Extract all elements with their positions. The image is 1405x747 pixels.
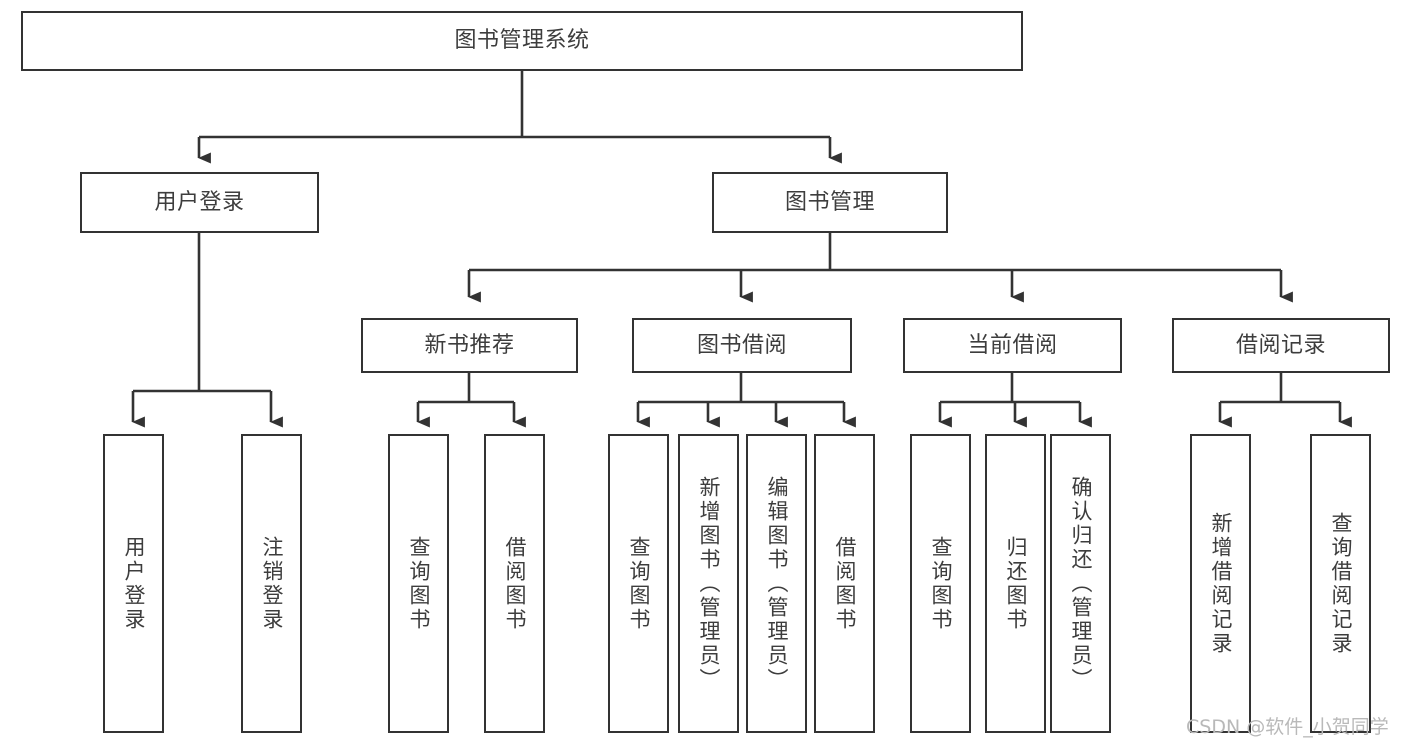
node-borrow-record[interactable]: 借阅记录 [1172, 318, 1390, 373]
node-leaf-return-book-label: 归还图书 [1004, 535, 1028, 632]
node-leaf-add-record-label: 新增借阅记录 [1209, 511, 1233, 656]
node-leaf-return-book[interactable]: 归还图书 [985, 434, 1046, 733]
node-leaf-query-book-1[interactable]: 查询图书 [388, 434, 449, 733]
node-leaf-add-record[interactable]: 新增借阅记录 [1190, 434, 1251, 733]
node-leaf-query-book-3[interactable]: 查询图书 [910, 434, 971, 733]
node-book-borrow[interactable]: 图书借阅 [632, 318, 852, 373]
node-book-management-label: 图书管理 [784, 189, 875, 215]
node-user-login[interactable]: 用户登录 [80, 172, 319, 233]
node-leaf-edit-book[interactable]: 编辑图书（管理员） [746, 434, 807, 733]
node-current-borrow[interactable]: 当前借阅 [903, 318, 1122, 373]
node-root-label: 图书管理系统 [454, 28, 590, 54]
node-book-borrow-label: 图书借阅 [696, 332, 787, 358]
node-leaf-borrow-book-2-label: 借阅图书 [833, 535, 857, 632]
node-leaf-user-login-label: 用户登录 [122, 535, 146, 632]
node-leaf-add-book[interactable]: 新增图书（管理员） [678, 434, 739, 733]
node-leaf-logout-label: 注销登录 [260, 535, 284, 632]
node-user-login-label: 用户登录 [154, 189, 245, 215]
node-leaf-query-record-label: 查询借阅记录 [1329, 511, 1353, 656]
watermark: CSDN @软件_小贺同学 [1186, 716, 1389, 738]
node-leaf-borrow-book-1[interactable]: 借阅图书 [484, 434, 545, 733]
node-new-book-recommend-label: 新书推荐 [424, 332, 515, 358]
node-leaf-add-book-label: 新增图书（管理员） [697, 475, 721, 692]
node-leaf-query-book-2-label: 查询图书 [627, 535, 651, 632]
node-leaf-query-book-3-label: 查询图书 [929, 535, 953, 632]
node-leaf-query-book-1-label: 查询图书 [407, 535, 431, 632]
node-leaf-edit-book-label: 编辑图书（管理员） [765, 475, 789, 692]
node-leaf-user-login[interactable]: 用户登录 [103, 434, 164, 733]
node-leaf-query-record[interactable]: 查询借阅记录 [1310, 434, 1371, 733]
node-leaf-borrow-book-1-label: 借阅图书 [503, 535, 527, 632]
node-borrow-record-label: 借阅记录 [1235, 332, 1326, 358]
node-current-borrow-label: 当前借阅 [967, 332, 1058, 358]
node-leaf-confirm-return-label: 确认归还（管理员） [1069, 475, 1093, 692]
node-leaf-query-book-2[interactable]: 查询图书 [608, 434, 669, 733]
node-new-book-recommend[interactable]: 新书推荐 [361, 318, 578, 373]
node-leaf-borrow-book-2[interactable]: 借阅图书 [814, 434, 875, 733]
node-root[interactable]: 图书管理系统 [21, 11, 1023, 71]
node-leaf-confirm-return[interactable]: 确认归还（管理员） [1050, 434, 1111, 733]
node-book-management[interactable]: 图书管理 [712, 172, 948, 233]
node-leaf-logout[interactable]: 注销登录 [241, 434, 302, 733]
